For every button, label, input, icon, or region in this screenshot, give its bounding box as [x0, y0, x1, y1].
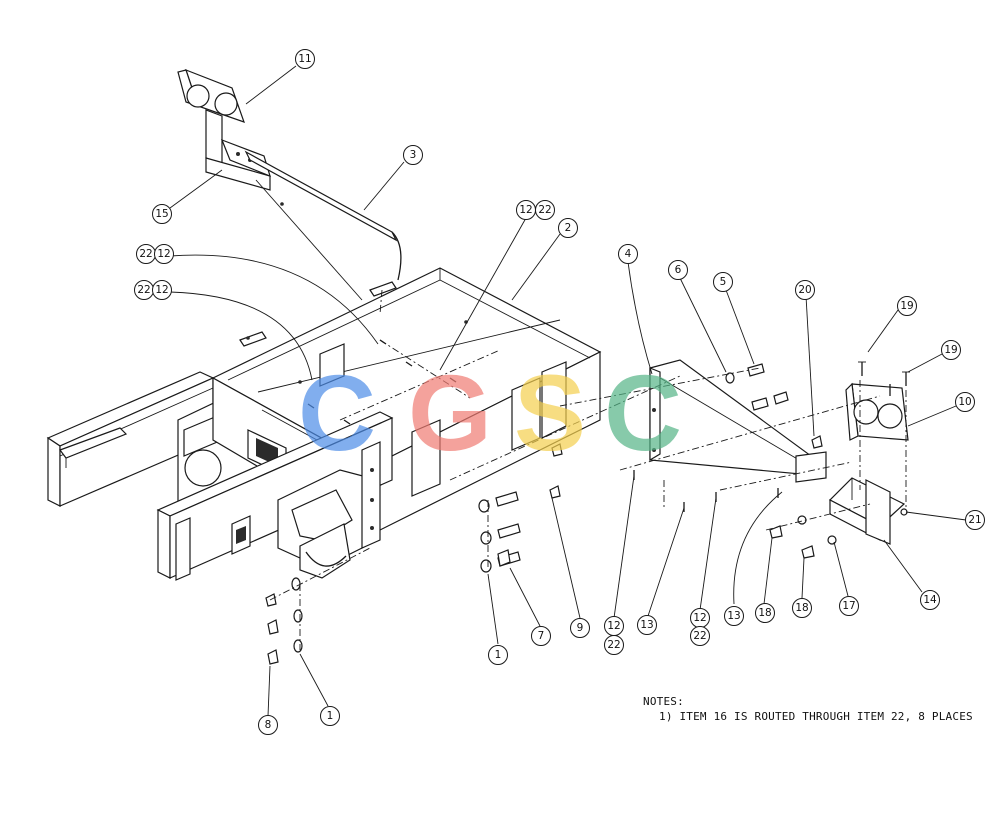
- balloon-5: 5: [713, 272, 733, 292]
- balloon-14: 14: [920, 590, 940, 610]
- balloon-19-right: 19: [941, 340, 961, 360]
- svg-text:14: 14: [923, 594, 937, 606]
- balloon-13-left: 13: [637, 615, 657, 635]
- svg-text:21: 21: [968, 514, 981, 526]
- svg-text:7: 7: [538, 630, 545, 642]
- balloon-12-upper: 12: [154, 244, 174, 264]
- balloon-22-lower: 22: [134, 280, 154, 300]
- balloon-12-left-stack: 12: [604, 616, 624, 636]
- svg-text:12: 12: [607, 620, 620, 632]
- svg-text:12: 12: [519, 204, 532, 216]
- svg-text:9: 9: [577, 622, 584, 634]
- svg-text:1: 1: [327, 710, 334, 722]
- balloon-6: 6: [668, 260, 688, 280]
- svg-text:2: 2: [565, 222, 572, 234]
- balloon-3: 3: [403, 145, 423, 165]
- balloon-2: 2: [558, 218, 578, 238]
- svg-text:12: 12: [157, 248, 170, 260]
- svg-text:4: 4: [625, 248, 632, 260]
- cgsc-watermark-logo: C G S C: [298, 352, 682, 473]
- upper-light-arm: [177, 68, 402, 301]
- svg-text:22: 22: [139, 248, 152, 260]
- balloon-1-left: 1: [320, 706, 340, 726]
- balloon-17: 17: [839, 596, 859, 616]
- svg-text:19: 19: [944, 344, 957, 356]
- balloon-12-pair: 12: [516, 200, 536, 220]
- balloon-20: 20: [795, 280, 815, 300]
- balloon-4: 4: [618, 244, 638, 264]
- svg-text:13: 13: [727, 610, 740, 622]
- item-balloons: 11 3 15 12 22 2 22 12 22 12 4 6 5 20 19 …: [134, 49, 985, 735]
- balloon-8: 8: [258, 715, 278, 735]
- balloon-9: 9: [570, 618, 590, 638]
- svg-text:12: 12: [693, 612, 706, 624]
- svg-text:19: 19: [900, 300, 913, 312]
- svg-text:10: 10: [958, 396, 971, 408]
- watermark-letter: G: [408, 352, 492, 473]
- balloon-19-top: 19: [897, 296, 917, 316]
- balloon-22-upper: 22: [136, 244, 156, 264]
- svg-text:20: 20: [798, 284, 811, 296]
- watermark-letter: S: [514, 352, 586, 473]
- balloon-10: 10: [955, 392, 975, 412]
- balloon-22-pair: 22: [535, 200, 555, 220]
- svg-text:18: 18: [758, 607, 771, 619]
- balloon-15: 15: [152, 204, 172, 224]
- svg-text:13: 13: [640, 619, 653, 631]
- svg-text:6: 6: [675, 264, 682, 276]
- svg-text:22: 22: [693, 630, 706, 642]
- drawing-notes: NOTES: 1) ITEM 16 IS ROUTED THROUGH ITEM …: [643, 694, 973, 724]
- svg-text:11: 11: [298, 53, 311, 65]
- watermark-letter: C: [298, 352, 376, 473]
- balloon-18-left: 18: [755, 603, 775, 623]
- svg-text:5: 5: [720, 276, 727, 288]
- balloon-1-center: 1: [488, 645, 508, 665]
- balloon-12-lower: 12: [152, 280, 172, 300]
- balloon-13-right: 13: [724, 606, 744, 626]
- svg-text:1: 1: [495, 649, 502, 661]
- svg-text:12: 12: [155, 284, 168, 296]
- svg-text:22: 22: [137, 284, 150, 296]
- notes-line-1: 1) ITEM 16 IS ROUTED THROUGH ITEM 22, 8 …: [659, 710, 973, 723]
- balloon-18-right: 18: [792, 598, 812, 618]
- svg-text:15: 15: [155, 208, 168, 220]
- notes-heading: NOTES:: [643, 695, 684, 708]
- svg-text:18: 18: [795, 602, 808, 614]
- svg-text:17: 17: [842, 600, 855, 612]
- fasteners: [265, 339, 910, 665]
- watermark-letter: C: [604, 352, 682, 473]
- svg-text:22: 22: [538, 204, 551, 216]
- svg-text:22: 22: [607, 639, 620, 651]
- leader-lines: [169, 65, 967, 717]
- right-light-bracket: [649, 359, 909, 545]
- svg-text:3: 3: [410, 149, 417, 161]
- balloon-12-right-stack: 12: [690, 608, 710, 628]
- main-frame: [46, 267, 602, 581]
- balloon-22-right-stack: 22: [690, 626, 710, 646]
- svg-text:8: 8: [265, 719, 272, 731]
- balloon-7: 7: [531, 626, 551, 646]
- centerlines: [269, 289, 907, 650]
- balloon-11: 11: [295, 49, 315, 69]
- balloon-21: 21: [965, 510, 985, 530]
- balloon-22-left-stack: 22: [604, 635, 624, 655]
